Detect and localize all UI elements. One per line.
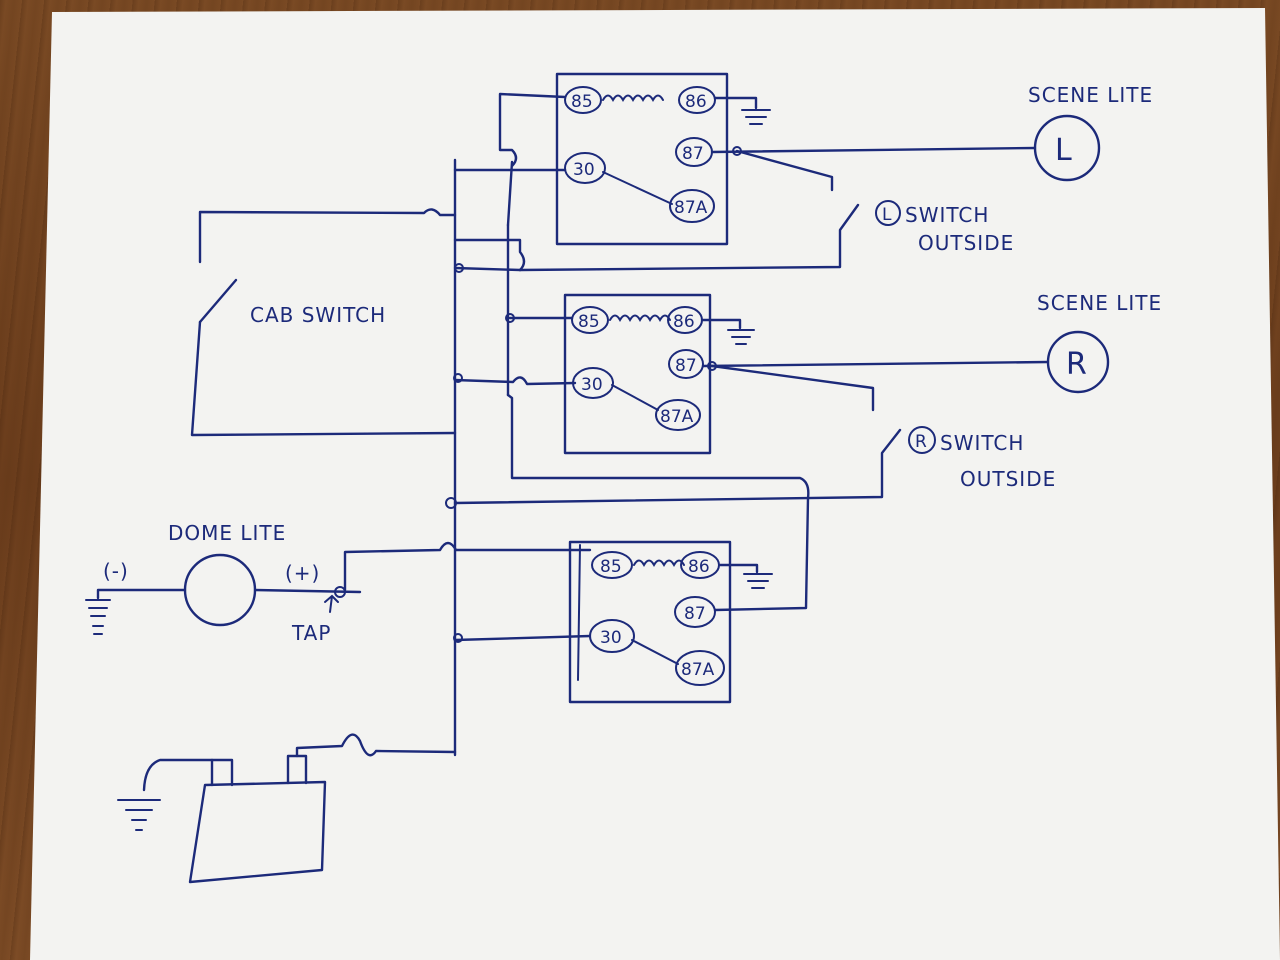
relay-bottom: 85 86 30 87 87A: [568, 540, 732, 704]
relay-middle-pin87a-label: 87A: [660, 407, 694, 427]
left-outside-switch-feed-wire: [735, 149, 834, 192]
relay-bottom-pin85-label: 85: [600, 557, 622, 577]
terminal-dot: [453, 373, 463, 383]
cab-switch-label: CAB SWITCH: [250, 303, 386, 327]
relay-middle: 85 86 30 87 87A: [563, 293, 712, 455]
right-outside-switch-feed-wire: [710, 364, 875, 412]
left-outside-switch-crossover: [453, 238, 526, 272]
left-switch-indicator: [875, 200, 901, 226]
right-switch-label-line2: OUTSIDE: [960, 467, 1056, 491]
right-scene-lite-label: SCENE LITE: [1037, 291, 1162, 315]
relay-top-pin85-label: 85: [571, 92, 593, 112]
cab-switch-lever: [198, 278, 238, 324]
relay-bottom-pin86-label: 86: [688, 557, 710, 577]
terminal-dot: [453, 633, 463, 643]
middle-relay-lower-loop-wire: [506, 393, 810, 500]
cab-switch-feed-wire: [198, 208, 457, 264]
ground-symbol-top-relay: [713, 96, 771, 125]
right-switch-prefix: R: [915, 432, 927, 452]
left-scene-lite-feed-wire: [710, 146, 1037, 154]
relay-top-pin30: [564, 152, 606, 184]
dome-plus-label: (+): [285, 561, 320, 585]
battery-fuse-wire: [295, 733, 457, 758]
relay-middle-pin87: [668, 349, 704, 379]
left-outside-switch-return-wire: [518, 203, 860, 272]
relay-bottom-pin87-label: 87: [684, 604, 706, 624]
relay-middle-pin30-label: 30: [581, 375, 603, 395]
tap-arrow-icon: [324, 594, 339, 613]
relay-middle-pin87a: [655, 399, 701, 431]
relay-top-box: [555, 72, 729, 246]
left-scene-lite-letter: L: [1055, 133, 1072, 168]
relay-top: 85 86 30 87 87A: [555, 72, 729, 246]
right-scene-lite-letter: R: [1066, 347, 1087, 382]
dome-lite-circuit: DOME LITE (-) (+) TAP: [85, 521, 362, 645]
relay-middle-pin87-label: 87: [675, 356, 697, 376]
terminal-dot: [445, 497, 457, 509]
battery-ground-wire: [142, 758, 214, 792]
relay-middle-contact: [611, 384, 659, 411]
bus-to-left-switch-wire: [453, 266, 522, 272]
relay-middle-coil: [609, 314, 671, 323]
left-switch-label-line2: OUTSIDE: [918, 231, 1014, 255]
right-switch-indicator: [908, 426, 936, 454]
relay-bottom-box: [568, 540, 732, 704]
bottom-relay-30-feed-wire: [453, 634, 592, 642]
relay-top-contact: [602, 171, 673, 205]
relay-top-pin86: [678, 86, 716, 114]
battery-negative-post: [210, 758, 234, 787]
battery: [117, 733, 457, 884]
right-outside-switch-return-wire: [453, 428, 902, 505]
dome-minus-label: (-): [103, 559, 129, 583]
paper-sheet: [30, 8, 1280, 960]
relay-top-pin85: [564, 86, 602, 114]
dome-lite-label: DOME LITE: [168, 521, 286, 545]
relay-bottom-coil: [633, 559, 685, 568]
relay-bottom-contact: [631, 639, 679, 665]
bottom-relay-87-return-wire: [713, 496, 810, 612]
relay-top-pin87a: [669, 189, 715, 223]
left-switch-label-line1: SWITCH: [905, 203, 989, 227]
cab-switch-return-wire: [190, 320, 457, 437]
relay-middle-pin85-label: 85: [578, 312, 600, 332]
relay-bottom-pin30-label: 30: [600, 628, 622, 648]
right-scene-lite-lamp: [1046, 330, 1110, 394]
right-scene-lite-feed-wire: [701, 360, 1050, 368]
relay-bottom-inner-line: [577, 544, 581, 681]
dome-lite-ground-wire: [96, 588, 187, 600]
ground-symbol-bottom-relay: [718, 563, 773, 589]
left-scene-lite-label: SCENE LITE: [1028, 83, 1153, 107]
relay-top-pin87-label: 87: [682, 144, 704, 164]
dome-tap-to-bottom-85-wire: [343, 541, 592, 592]
right-switch-label-line1: SWITCH: [940, 431, 1024, 455]
dome-lite-positive-wire: [253, 588, 362, 594]
middle-relay-30-feed-wire: [453, 376, 577, 386]
relay-bottom-pin85: [591, 551, 633, 579]
battery-body: [188, 780, 327, 884]
left-scene-lite-lamp: [1033, 114, 1101, 182]
relay-bottom-pin87: [674, 596, 716, 628]
relay-middle-pin85: [571, 306, 609, 334]
dome-ground-icon: [85, 599, 111, 635]
battery-ground-icon: [117, 799, 161, 831]
relay-bottom-pin87a-label: 87A: [681, 660, 715, 680]
top-relay-85-feed-wire: [498, 92, 567, 227]
relay-top-pin86-label: 86: [685, 92, 707, 112]
tap-label: TAP: [291, 621, 331, 645]
left-switch-prefix: L: [882, 205, 892, 225]
ground-symbol-middle-relay: [700, 318, 755, 345]
relay-top-pin30-label: 30: [573, 160, 595, 180]
relay-middle-pin86-label: 86: [673, 312, 695, 332]
relay-bottom-pin87a: [675, 650, 725, 686]
relay-middle-box: [563, 293, 712, 455]
relay-top-pin87a-label: 87A: [674, 198, 708, 218]
tap-point: [334, 586, 346, 598]
relay-top-coil: [602, 94, 664, 103]
